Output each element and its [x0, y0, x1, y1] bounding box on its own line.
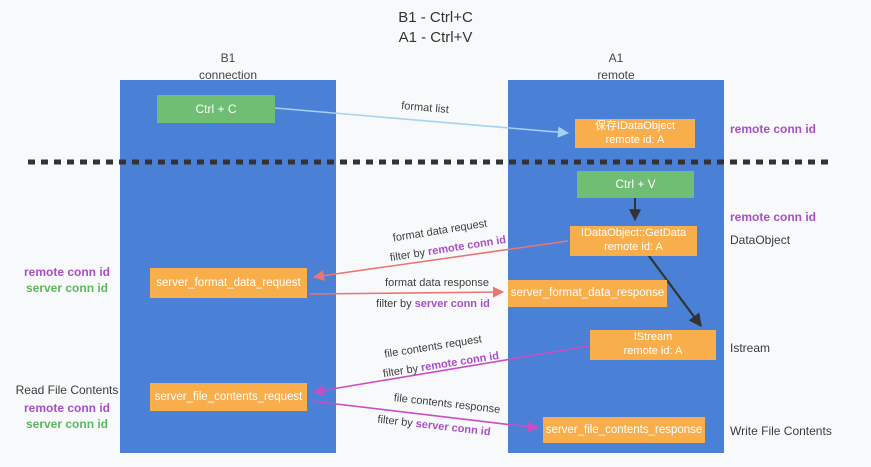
server-file-contents-request-label: server_file_contents_request: [154, 390, 303, 403]
left-conn-id-pair-2: remote conn id server conn id: [8, 401, 126, 432]
column-header-a1: A1 remote: [508, 50, 724, 85]
arrow-format-data-request: [312, 240, 569, 282]
left-server-conn-id-1: server conn id: [25, 280, 109, 295]
save-idataobject-line2: remote id: A: [605, 133, 665, 146]
right-remote-conn-id-2: remote conn id: [730, 210, 817, 224]
left-conn-id-pair-1: remote conn id server conn id: [8, 265, 126, 296]
istream-line2: remote id: A: [623, 345, 683, 357]
save-idataobject-box: 保存IDataObject remote id: A: [575, 119, 695, 148]
left-remote-conn-id-2: remote conn id: [23, 401, 110, 415]
left-remote-conn-id-1: remote conn id: [23, 265, 110, 279]
filter-server-conn-id: server conn id: [414, 298, 490, 310]
right-dataobject-label: DataObject: [730, 233, 791, 247]
ctrl-v-box: Ctrl + V: [577, 171, 694, 198]
ctrl-c-box: Ctrl + C: [157, 95, 275, 123]
server-format-data-response-label: server_format_data_response: [510, 287, 665, 300]
filter-by-text: filter by: [376, 298, 415, 310]
ctrl-v-label: Ctrl + V: [615, 177, 656, 191]
arrow-file-contents-request: [312, 345, 590, 396]
write-file-contents-label: Write File Contents: [730, 424, 832, 438]
left-server-conn-id-2: server conn id: [25, 416, 109, 431]
istream-box: IStream remote id: A: [590, 330, 716, 360]
filter-by-server-1: filter by server conn id: [376, 298, 490, 310]
getdata-line1: IDataObject::GetData: [580, 227, 687, 240]
server-file-contents-request-box: server_file_contents_request: [150, 383, 307, 411]
column-a1-role: remote: [597, 68, 635, 83]
right-istream-label: Istream: [730, 341, 771, 355]
server-file-contents-response-label: server_file_contents_response: [545, 423, 703, 436]
arrow-format-data-response: [309, 286, 505, 298]
title-line-2: A1 - Ctrl+V: [398, 29, 473, 47]
column-b1-role: connection: [198, 68, 258, 83]
getdata-box: IDataObject::GetData remote id: A: [570, 226, 697, 256]
server-file-contents-response-box: server_file_contents_response: [543, 417, 705, 443]
format-data-response-label: format data response: [385, 277, 489, 289]
title-line-1: B1 - Ctrl+C: [398, 9, 473, 26]
server-format-data-response-box: server_format_data_response: [508, 280, 667, 307]
istream-line1: IStream: [633, 331, 673, 344]
column-header-b1: B1 connection: [120, 50, 336, 85]
getdata-line2: remote id: A: [604, 241, 663, 253]
arrow-getdata-to-istream: [648, 255, 702, 328]
read-file-contents-label: Read File Contents: [15, 383, 119, 397]
arrow-format-list: [274, 107, 570, 138]
right-remote-conn-id-1: remote conn id: [730, 122, 817, 136]
ctrl-c-label: Ctrl + C: [195, 101, 237, 116]
server-format-data-request-box: server_format_data_request: [150, 268, 307, 298]
diagram-title: B1 - Ctrl+C A1 - Ctrl+V: [0, 8, 871, 49]
column-b1-name: B1: [220, 51, 236, 65]
server-format-data-request-label: server_format_data_request: [156, 276, 301, 289]
arrow-file-contents-response: [310, 400, 540, 433]
column-a1-name: A1: [608, 51, 624, 65]
save-idataobject-line1: 保存IDataObject: [594, 119, 676, 132]
